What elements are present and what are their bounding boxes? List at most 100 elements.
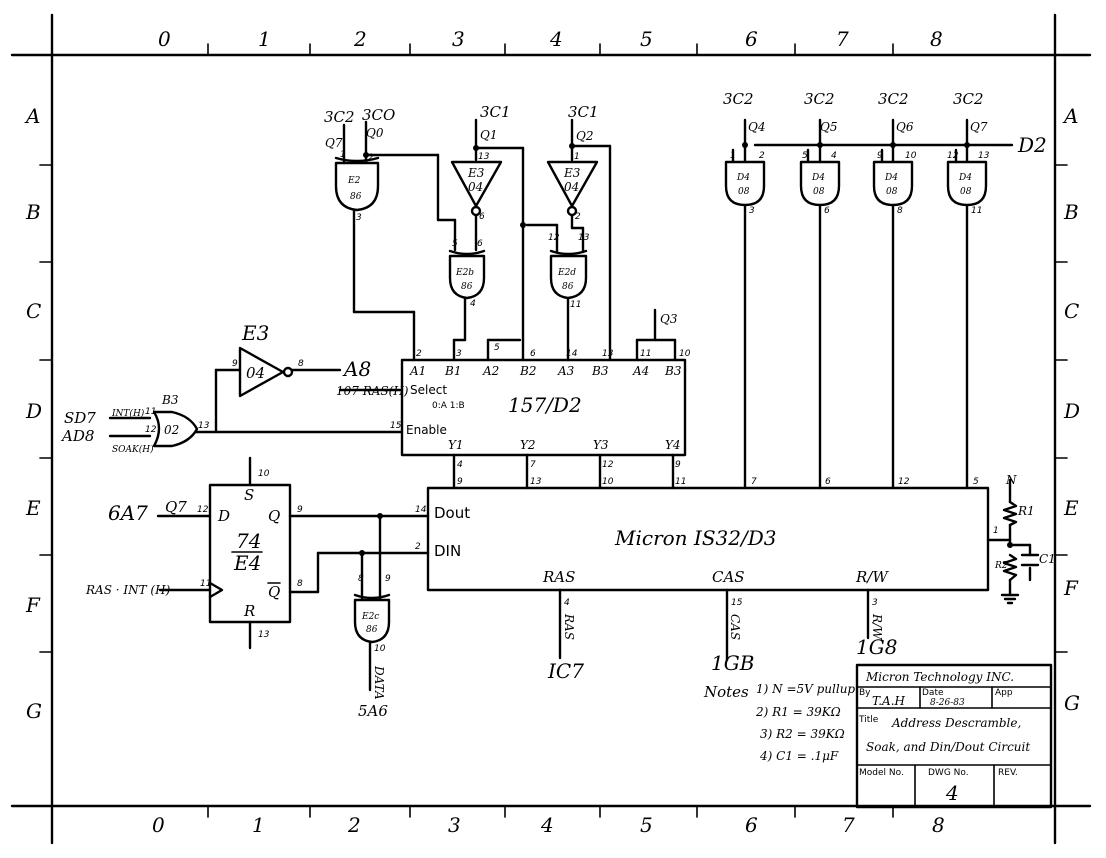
svg-text:8: 8 [358, 574, 364, 584]
row-label-right: B [1063, 200, 1079, 224]
signal-label: Q1 [480, 128, 497, 142]
ras-pin-label: RAS [562, 613, 576, 640]
mux-157-d2: A1 B1 A2 B2 A3 B3 A4 B3 Select Enable 0:… [400, 358, 687, 457]
pullup-label: N [1005, 473, 1017, 487]
soak-label: SOAK(H) [112, 444, 154, 455]
title-block: Micron Technology INC. By T.A.H Date 8-2… [855, 663, 1053, 809]
svg-text:12: 12 [947, 151, 959, 161]
svg-text:B3: B3 [161, 393, 179, 407]
data-label: DATA [372, 665, 386, 700]
svg-text:15: 15 [731, 598, 743, 608]
svg-text:CAS: CAS [712, 568, 745, 586]
svg-text:E3: E3 [241, 321, 269, 345]
row-label-right: E [1063, 496, 1079, 520]
svg-text:13: 13 [978, 151, 990, 161]
capacitor-c1-label: C1 [1039, 552, 1056, 566]
ig8-label: 1G8 [856, 635, 897, 659]
note-item: 2) R1 = 39KΩ [755, 705, 841, 719]
svg-text:2: 2 [415, 542, 421, 552]
svg-text:RAS: RAS [542, 568, 575, 586]
a8-label: A8 [342, 357, 371, 381]
row-label-right: A [1062, 104, 1078, 128]
rc-network: R1 R2 C1 N [994, 473, 1056, 605]
col-label-top: 4 [549, 27, 563, 51]
svg-text:5: 5 [802, 151, 808, 161]
ic7-label: IC7 [547, 659, 584, 683]
svg-text:13: 13 [578, 233, 590, 243]
col-label-bottom: 5 [640, 813, 653, 837]
cas-pin-label: CAS [728, 614, 742, 640]
sa6-label: 5A6 [358, 702, 388, 720]
signal-label: Q6 [896, 120, 914, 134]
svg-text:REV.: REV. [998, 768, 1018, 778]
ras-in-label: 107 RAS(H) [336, 384, 409, 398]
note-item: 3) R2 = 39KΩ [760, 727, 845, 741]
svg-text:6: 6 [825, 477, 831, 487]
row-label-left: B [25, 200, 41, 224]
svg-text:10: 10 [374, 644, 386, 654]
notes-header: Notes [703, 683, 749, 701]
svg-text:8: 8 [897, 206, 903, 216]
svg-text:9: 9 [232, 359, 238, 369]
svg-text:12: 12 [145, 425, 157, 435]
svg-text:7: 7 [751, 477, 757, 487]
svg-text:86: 86 [350, 192, 362, 202]
top-signal-labels: 3C2 3CO Q7 Q0 3C1 Q1 3C1 Q2 3C2 3C2 3C2 … [324, 90, 1047, 326]
svg-text:6: 6 [530, 349, 536, 359]
svg-text:14: 14 [415, 505, 427, 515]
note-item: 1) N =5V pullup [756, 682, 855, 696]
svg-text:R/W: R/W [855, 568, 889, 586]
col-label-top: 7 [836, 27, 849, 51]
col-label-bottom: 8 [932, 813, 945, 837]
rw-pin-label: R/W [870, 613, 884, 641]
col-label-top: 2 [353, 27, 367, 51]
svg-text:10: 10 [258, 469, 270, 479]
svg-text:By: By [859, 688, 871, 698]
xor-gate-e2d: E2d 86 [549, 249, 588, 300]
signal-label: Q4 [748, 120, 765, 134]
signal-label: 3C2 [953, 90, 984, 108]
svg-text:04: 04 [564, 180, 579, 194]
svg-text:1: 1 [730, 151, 736, 161]
svg-text:02: 02 [164, 423, 179, 437]
svg-text:2: 2 [759, 151, 765, 161]
svg-text:10: 10 [602, 477, 614, 487]
q7-in-label: Q7 [165, 498, 187, 516]
svg-text:6: 6 [479, 212, 485, 222]
row-label-left: A [24, 104, 40, 128]
drawing-border: 0 1 2 3 4 5 6 7 8 0 1 2 3 4 5 6 7 8 A B … [10, 13, 1092, 845]
svg-text:0:A 1:B: 0:A 1:B [432, 401, 465, 411]
svg-text:DIN: DIN [434, 542, 461, 560]
ram-part-label: Micron IS32/D3 [614, 526, 776, 550]
svg-text:13: 13 [478, 152, 490, 162]
svg-text:4: 4 [831, 151, 837, 161]
svg-text:E3: E3 [563, 166, 581, 180]
drawing-title-line2: Soak, and Din/Dout Circuit [866, 740, 1030, 754]
row-label-right: F [1063, 576, 1079, 600]
signal-label: 3C1 [480, 103, 511, 121]
svg-text:9: 9 [675, 460, 681, 470]
svg-text:11: 11 [200, 579, 211, 589]
note-item: 4) C1 = .1μF [759, 749, 839, 763]
col-label-bottom: 6 [745, 813, 758, 837]
svg-text:Enable: Enable [406, 423, 447, 437]
svg-text:E2c: E2c [361, 612, 379, 622]
col-label-bottom: 0 [152, 813, 165, 837]
svg-text:9: 9 [297, 505, 303, 515]
signal-label: Q5 [820, 120, 837, 134]
svg-text:11: 11 [675, 477, 686, 487]
svg-text:Q: Q [268, 583, 280, 601]
svg-text:3: 3 [872, 598, 878, 608]
col-label-top: 6 [745, 27, 758, 51]
signal-label: Q2 [576, 129, 593, 143]
xor-gate-e2c: E2c 86 [353, 593, 391, 644]
svg-text:2: 2 [416, 349, 422, 359]
signal-label: 3C2 [723, 90, 754, 108]
signal-label: 3C2 [804, 90, 835, 108]
and-gate-d4-2: D4 08 [799, 160, 841, 207]
6a7-label: 6A7 [108, 501, 148, 525]
svg-text:A1: A1 [409, 364, 426, 378]
ram-is32-d3: Micron IS32/D3 Dout DIN RAS CAS R/W [426, 486, 990, 592]
inverter-e3-left: E3 04 [450, 160, 503, 217]
